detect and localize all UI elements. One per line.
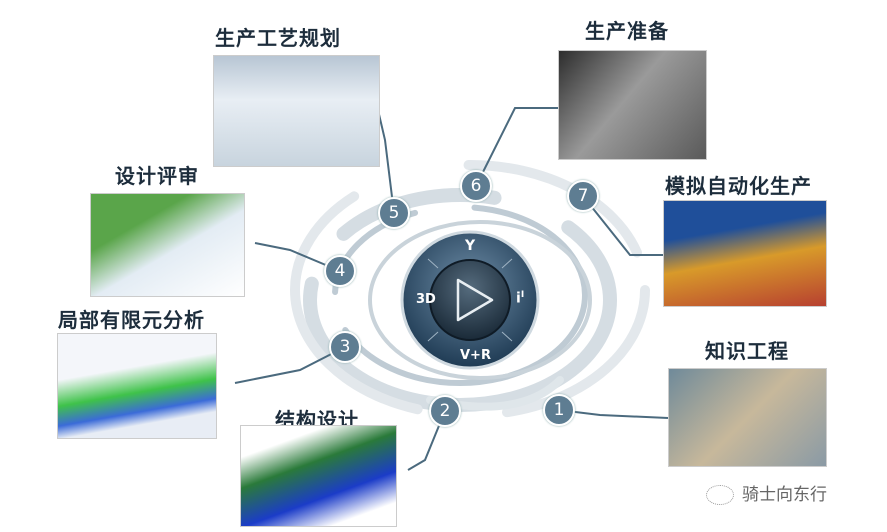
stage-title-7: 模拟自动化生产 — [665, 174, 812, 198]
automation-sim-image — [663, 200, 827, 307]
compass-i-label: iI — [516, 290, 525, 307]
step-5-badge: 5 — [378, 197, 410, 229]
stage-title-6: 生产准备 — [585, 19, 669, 43]
compass-social-icon: Y — [465, 238, 476, 254]
compass-3d-label: 3D — [416, 292, 436, 307]
design-review-image — [90, 193, 245, 297]
watermark: 骑士向东行 — [706, 480, 827, 505]
fea-image — [57, 333, 217, 439]
compass-vr-label: V+R — [460, 348, 491, 363]
step-6-badge: 6 — [460, 170, 492, 202]
production-prep-image — [558, 50, 707, 160]
compass[interactable] — [400, 230, 540, 370]
play-icon — [456, 278, 494, 322]
wechat-icon — [706, 485, 734, 505]
stage-title-1: 知识工程 — [705, 339, 789, 363]
structural-design-image — [240, 425, 397, 527]
process-planning-image — [213, 55, 380, 167]
stage-title-3: 局部有限元分析 — [58, 308, 205, 332]
step-1-badge: 1 — [543, 394, 575, 426]
step-4-badge: 4 — [324, 255, 356, 287]
step-2-badge: 2 — [429, 395, 461, 427]
step-7-badge: 7 — [567, 180, 599, 212]
knowledge-engineering-image — [668, 368, 827, 467]
stage-title-5: 生产工艺规划 — [215, 26, 341, 50]
step-3-badge: 3 — [329, 331, 361, 363]
stage-title-4: 设计评审 — [115, 164, 199, 188]
